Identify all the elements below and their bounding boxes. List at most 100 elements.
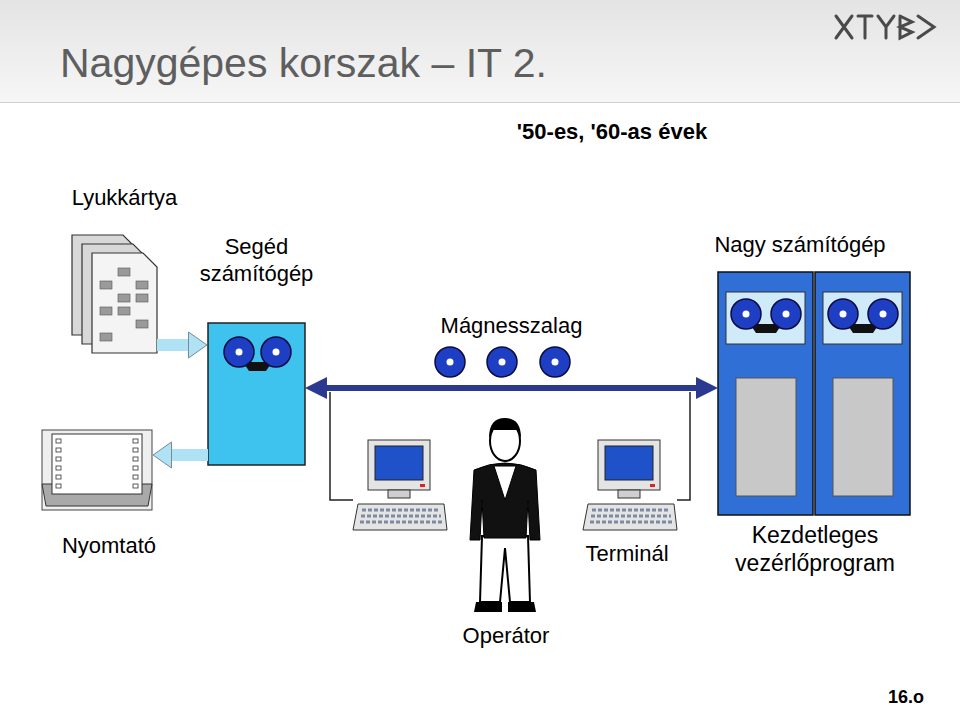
reel-hub xyxy=(783,311,790,318)
shoes xyxy=(474,602,536,612)
node-label: Nyomtató xyxy=(62,532,156,559)
tape-reel xyxy=(261,337,291,367)
feed-hole xyxy=(56,466,61,470)
feed-hole xyxy=(133,448,138,452)
cabinet-body xyxy=(718,272,813,515)
page-number: 16.o xyxy=(888,686,924,708)
logo xyxy=(836,16,934,38)
tape-panel xyxy=(823,292,902,344)
card-hole xyxy=(118,268,130,276)
feed-hole xyxy=(133,457,138,461)
keyboard-keys xyxy=(361,515,441,518)
edge-label: Mágnesszalag xyxy=(439,313,585,339)
tape-reel xyxy=(868,299,898,329)
terminal-icon xyxy=(353,440,447,530)
terminal-wire xyxy=(677,392,690,500)
printer-paper xyxy=(52,434,142,494)
tape-reel xyxy=(540,347,570,377)
keyboard-keys xyxy=(591,515,671,518)
card-hole xyxy=(118,307,130,315)
data-flow-arrow xyxy=(172,449,208,461)
monitor-body xyxy=(368,440,430,490)
keyboard-keys xyxy=(360,521,442,524)
node-label: Nagy számítógép xyxy=(714,231,885,258)
keyboard-keys xyxy=(592,509,670,512)
node-label: Lyukkártya xyxy=(72,184,178,211)
keyboard xyxy=(583,504,677,530)
feed-hole xyxy=(56,475,61,479)
terminal-icon xyxy=(583,440,677,530)
cabinet-body xyxy=(815,272,910,515)
logo-stroke xyxy=(836,16,852,38)
monitor-body xyxy=(598,440,660,490)
tape-reel xyxy=(828,299,858,329)
punch-card-icon xyxy=(72,235,157,353)
card-hole xyxy=(136,320,148,328)
monitor-screen xyxy=(605,446,653,480)
reel-hub xyxy=(499,359,506,366)
card-hole xyxy=(100,281,112,289)
operator-figure xyxy=(470,418,540,612)
jacket xyxy=(470,463,540,540)
logo-stroke xyxy=(878,16,894,38)
tape-panel xyxy=(726,292,805,344)
cabinet-body xyxy=(208,323,305,465)
tape-reel xyxy=(731,299,761,329)
feed-hole xyxy=(56,484,61,488)
punch-card: Lyukkártya xyxy=(72,235,157,353)
tape-reel xyxy=(771,299,801,329)
power-led xyxy=(650,484,655,487)
control-program-label: Kezdetleges vezérlőprogram xyxy=(708,521,923,577)
monitor-stand xyxy=(388,490,410,498)
logo-stroke xyxy=(858,16,872,38)
card-hole xyxy=(100,333,112,341)
power-led xyxy=(420,484,425,487)
card-sheet xyxy=(92,253,157,353)
keyboard-keys xyxy=(362,509,440,512)
mainframe-cabinet xyxy=(718,272,910,515)
magnetic-tapes xyxy=(435,347,570,377)
node-label: Segéd számítógép xyxy=(177,233,337,287)
reel-hub xyxy=(236,349,243,356)
tape-reel xyxy=(435,347,465,377)
node-label: Terminál xyxy=(585,540,668,567)
feed-hole xyxy=(133,475,138,479)
reel-hub xyxy=(552,359,559,366)
tape-transfer-arrow xyxy=(327,385,696,391)
feed-hole xyxy=(133,439,138,443)
operator-label: Operátor xyxy=(463,622,550,649)
monitor-screen xyxy=(375,446,423,480)
cabinet-panel xyxy=(736,378,796,496)
card-hole xyxy=(100,307,112,315)
reel-hub xyxy=(273,349,280,356)
cabinet-panel xyxy=(833,378,893,496)
auxiliary-computer: Segéd számítógép xyxy=(208,323,305,465)
printer: Nyomtató xyxy=(42,430,152,510)
feed-hole xyxy=(56,457,61,461)
reel-hub xyxy=(840,311,847,318)
tape-reel xyxy=(487,347,517,377)
logo-stroke xyxy=(900,16,912,38)
trousers xyxy=(480,536,530,602)
reel-hub xyxy=(743,311,750,318)
card-hole xyxy=(136,281,148,289)
feed-hole xyxy=(133,466,138,470)
monitor-stand xyxy=(618,490,640,498)
terminal-wire xyxy=(330,392,353,500)
tape-reel xyxy=(224,337,254,367)
logo-stroke xyxy=(918,16,934,38)
shirt xyxy=(494,466,516,500)
feed-hole xyxy=(56,448,61,452)
printer-icon xyxy=(42,430,152,510)
feed-hole xyxy=(56,439,61,443)
auxiliary-computer-cabinet xyxy=(208,323,305,465)
slide-title: Nagygépes korszak – IT 2. xyxy=(60,40,547,87)
feed-hole xyxy=(133,484,138,488)
card-hole xyxy=(118,294,130,302)
reel-hub xyxy=(447,359,454,366)
keyboard-keys xyxy=(590,521,672,524)
terminal: Terminál xyxy=(580,440,680,532)
